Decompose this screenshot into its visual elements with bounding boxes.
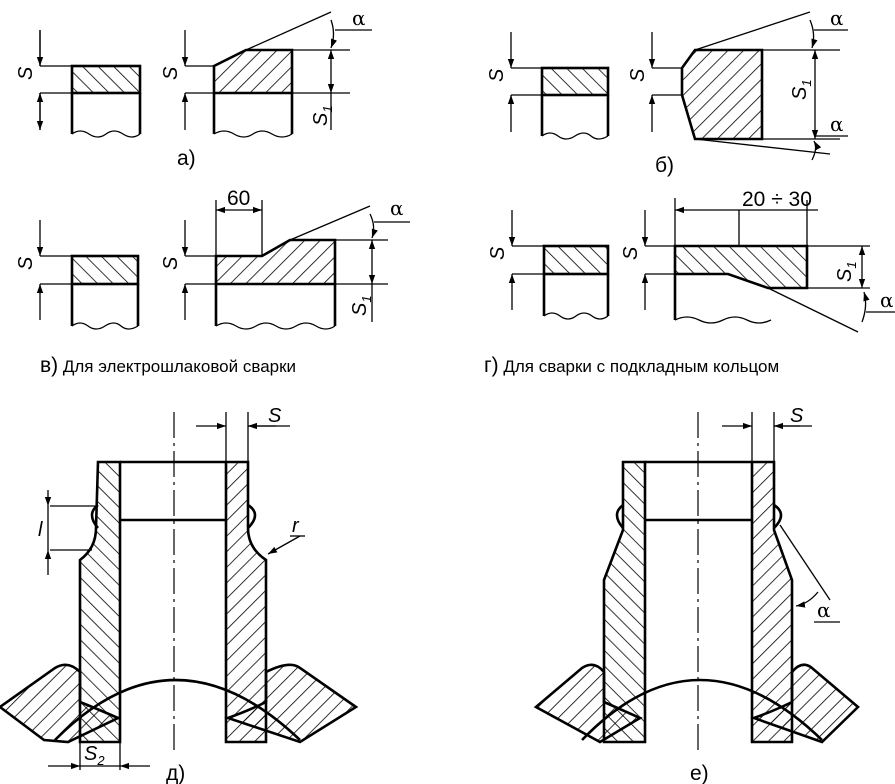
wall-thickness-label-d: S bbox=[268, 405, 282, 427]
caption-e: е) bbox=[690, 762, 709, 784]
variant-b-double-bevel-part: S α α S1 bbox=[627, 6, 848, 161]
variant-d: S l r S2 д) bbox=[0, 405, 359, 784]
nozzle-wall-left-d bbox=[78, 460, 122, 744]
thickness-label-g-bevel: S bbox=[620, 246, 642, 260]
variant-g-backing-ring-part: 20 ÷ 30 S α S1 bbox=[620, 188, 895, 333]
caption-b: б) bbox=[655, 154, 674, 177]
thickness-label-g: S bbox=[487, 246, 509, 260]
shell-right-d bbox=[224, 663, 359, 744]
thickness-label: S bbox=[15, 66, 37, 80]
top-angle-label-b: α bbox=[830, 6, 844, 30]
thickness-label-v: S bbox=[15, 256, 37, 270]
thickness-label-b: S bbox=[486, 68, 508, 82]
dimension-20-30: 20 ÷ 30 bbox=[742, 188, 812, 211]
height-label-d: l bbox=[38, 519, 43, 541]
dimension-60: 60 bbox=[227, 187, 250, 210]
variant-a-plain-part: S bbox=[15, 30, 142, 137]
variant-v-beveled-part: 60 S α S1 bbox=[160, 187, 410, 330]
caption-v: в) Для электрошлаковой сварки bbox=[40, 354, 296, 377]
variant-v-plain-part: S bbox=[15, 220, 140, 330]
variant-b: S S α α S1 б) bbox=[486, 6, 848, 177]
variant-g-plain-part: S bbox=[487, 210, 610, 320]
variant-e: S α е) bbox=[533, 405, 860, 784]
shell-left-d bbox=[0, 663, 122, 744]
thickness-label-bevel: S bbox=[160, 66, 182, 80]
thickness-label-b-bevel: S bbox=[627, 68, 649, 82]
variant-b-plain-part: S bbox=[486, 32, 610, 140]
bevel-thickness-label-v: S1 bbox=[349, 295, 374, 316]
nozzle-wall-right-d bbox=[224, 460, 268, 744]
wall-thickness-2-label-d: S2 bbox=[84, 743, 105, 768]
variant-a: S S α S1 а) bbox=[15, 6, 372, 170]
wall-thickness-label-e: S bbox=[790, 405, 804, 427]
variant-v: S 60 S α S1 в) Для электрошлаковой сварк… bbox=[15, 187, 410, 377]
bevel-angle-label: α bbox=[352, 6, 366, 30]
bevel-thickness-label-g: S1 bbox=[834, 261, 859, 282]
bottom-angle-label-b: α bbox=[830, 112, 844, 136]
bevel-angle-label-e: α bbox=[817, 598, 831, 622]
radius-label-d: r bbox=[292, 515, 300, 537]
variant-a-beveled-part: S α S1 bbox=[160, 6, 372, 138]
variant-g: S 20 ÷ 30 S α S1 г) Для сварки с подклад… bbox=[484, 188, 895, 377]
caption-g: г) Для сварки с подкладным кольцом bbox=[484, 354, 779, 377]
caption-d: д) bbox=[166, 762, 185, 784]
caption-a: а) bbox=[177, 147, 196, 170]
bevel-thickness-label: S1 bbox=[310, 105, 335, 126]
shell-right-e bbox=[750, 663, 860, 744]
thickness-label-v-bevel: S bbox=[160, 256, 182, 270]
bevel-angle-label-g: α bbox=[880, 288, 894, 312]
shell-left-e bbox=[533, 663, 643, 744]
bevel-angle-label-v: α bbox=[390, 196, 404, 220]
nozzle-wall-left-e bbox=[602, 460, 647, 744]
bevel-thickness-label-b: S1 bbox=[789, 79, 814, 100]
